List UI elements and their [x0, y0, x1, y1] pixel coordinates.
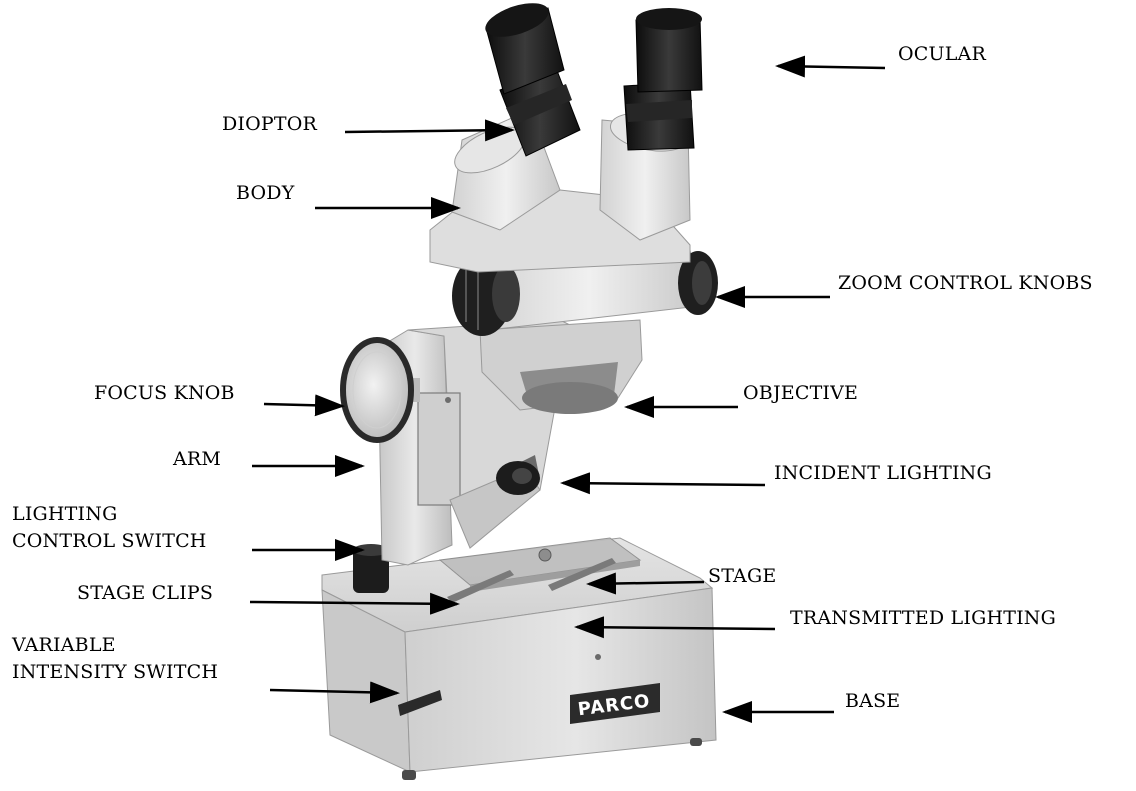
label-lighting-control-switch-line2: CONTROL SWITCH	[12, 528, 207, 555]
label-stage-clips: STAGE CLIPS	[77, 580, 213, 607]
label-focus-knob: FOCUS KNOB	[94, 380, 235, 407]
arrow-dioptor	[345, 130, 512, 132]
label-transmitted-lighting: TRANSMITTED LIGHTING	[790, 605, 1056, 632]
arrow-ocular	[778, 66, 885, 68]
label-variable-intensity-switch-line2: INTENSITY SWITCH	[12, 659, 218, 686]
label-body: BODY	[236, 180, 294, 207]
label-variable-intensity-switch: VARIABLE INTENSITY SWITCH	[12, 632, 218, 686]
label-variable-intensity-switch-line1: VARIABLE	[12, 632, 218, 659]
label-incident-lighting: INCIDENT LIGHTING	[774, 460, 992, 487]
arrow-stage	[589, 582, 704, 584]
arrow-incident-lighting	[563, 483, 765, 485]
label-ocular: OCULAR	[898, 41, 986, 68]
arrow-focus-knob	[264, 404, 342, 406]
label-lighting-control-switch: LIGHTING CONTROL SWITCH	[12, 501, 207, 555]
arrow-stage-clips	[250, 602, 457, 604]
label-zoom-control-knobs: ZOOM CONTROL KNOBS	[838, 270, 1093, 297]
label-arm: ARM	[173, 446, 221, 473]
label-lighting-control-switch-line1: LIGHTING	[12, 501, 207, 528]
label-base: BASE	[845, 688, 900, 715]
arrow-variable-intensity-switch	[270, 690, 397, 693]
label-objective: OBJECTIVE	[743, 380, 858, 407]
arrow-transmitted-lighting	[577, 627, 775, 629]
label-stage: STAGE	[708, 563, 776, 590]
label-dioptor: DIOPTOR	[222, 111, 317, 138]
